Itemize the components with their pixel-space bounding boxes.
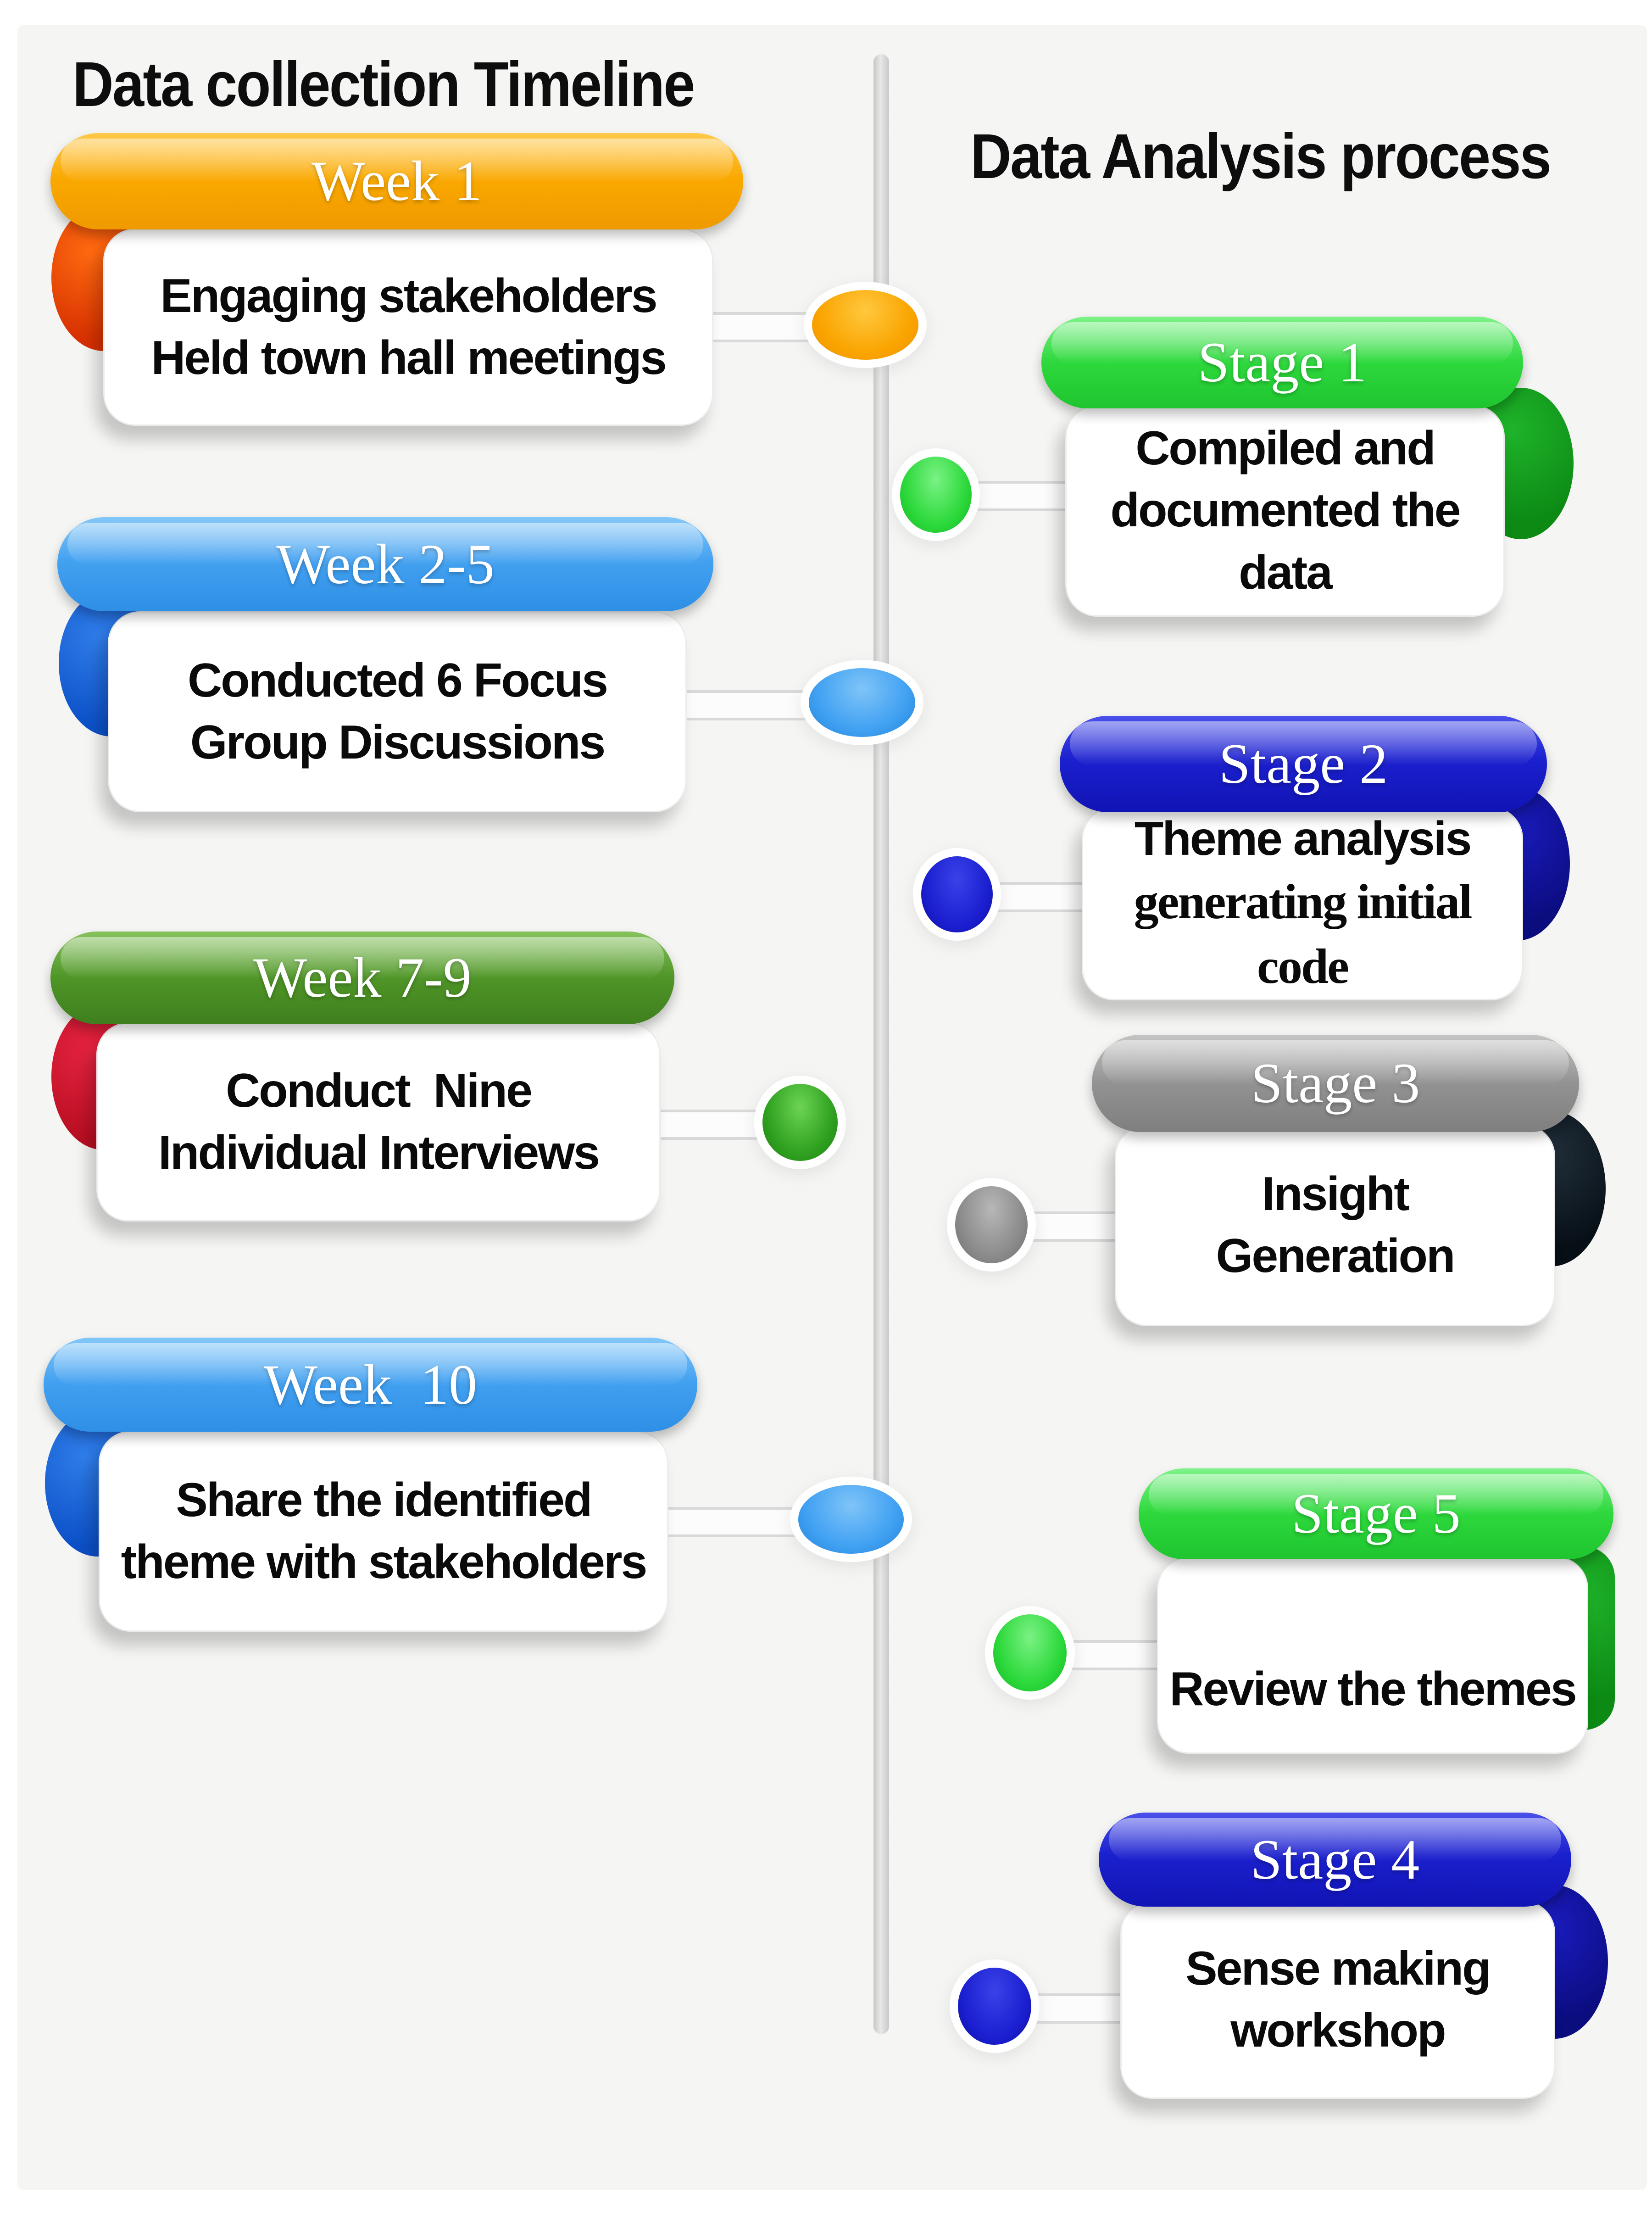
week10-banner: Week 10 bbox=[44, 1338, 697, 1432]
week7-9-banner-label: Week 7-9 bbox=[253, 946, 472, 1009]
stage3-card: Insight Generation bbox=[1115, 1124, 1555, 1326]
stage4-card-text: Sense making workshop bbox=[1185, 1942, 1491, 2057]
stage4-banner-label: Stage 4 bbox=[1250, 1828, 1420, 1891]
week7-9-banner: Week 7-9 bbox=[50, 932, 674, 1024]
week10-card: Share the identified theme with stakehol… bbox=[99, 1431, 668, 1632]
stage3-banner-label: Stage 3 bbox=[1251, 1052, 1420, 1115]
week1-timeline-dot bbox=[812, 290, 918, 360]
stage4-banner: Stage 4 bbox=[1099, 1813, 1571, 1907]
timeline-bar bbox=[873, 54, 889, 2034]
week7-9-card: Conduct Nine Individual Interviews bbox=[96, 1022, 661, 1222]
week7-9-timeline-dot bbox=[762, 1084, 838, 1161]
stage3-card-text: Insight Generation bbox=[1216, 1167, 1456, 1283]
stage2-banner-label: Stage 2 bbox=[1218, 732, 1388, 795]
left-column-title: Data collection Timeline bbox=[72, 49, 695, 120]
stage1-banner: Stage 1 bbox=[1041, 317, 1523, 408]
stage2-banner: Stage 2 bbox=[1060, 716, 1547, 812]
week2-5-card-text: Conducted 6 Focus Group Discussions bbox=[188, 653, 608, 769]
week10-card-text: Share the identified theme with stakehol… bbox=[121, 1473, 648, 1589]
stage5-card-text: Review the themes bbox=[1169, 1663, 1577, 1716]
week1-banner-label: Week 1 bbox=[311, 150, 483, 212]
stage5-banner: Stage 5 bbox=[1139, 1468, 1613, 1559]
stage5-timeline-dot bbox=[993, 1614, 1067, 1691]
stage1-banner-label: Stage 1 bbox=[1197, 331, 1367, 394]
week1-banner: Week 1 bbox=[50, 133, 743, 229]
stage5-card: Review the themes bbox=[1157, 1557, 1588, 1754]
stage2-card: Theme analysis generating initial code bbox=[1082, 807, 1523, 1000]
right-column-title: Data Analysis process bbox=[970, 121, 1552, 192]
stage2-card-text-sans: Theme analysis bbox=[1134, 812, 1472, 866]
stage4-timeline-dot bbox=[958, 1968, 1031, 2045]
stage3-banner: Stage 3 bbox=[1092, 1035, 1579, 1132]
stage1-timeline-dot bbox=[900, 457, 972, 533]
stage3-timeline-dot bbox=[955, 1186, 1028, 1263]
week10-banner-label: Week 10 bbox=[263, 1353, 478, 1416]
stage2-card-text-serif: generating initial code bbox=[1134, 875, 1473, 994]
stage4-card: Sense making workshop bbox=[1120, 1901, 1555, 2099]
stage1-card-text: Compiled and documented the data bbox=[1110, 422, 1461, 599]
week1-card: Engaging stakeholders Held town hall mee… bbox=[103, 229, 713, 426]
week1-card-text: Engaging stakeholders Held town hall mee… bbox=[151, 269, 667, 385]
stage2-timeline-dot bbox=[921, 856, 993, 932]
stage1-card: Compiled and documented the data bbox=[1065, 405, 1505, 617]
week7-9-card-text: Conduct Nine Individual Interviews bbox=[158, 1064, 600, 1179]
week2-5-banner-label: Week 2-5 bbox=[276, 532, 495, 596]
week2-5-timeline-dot bbox=[809, 668, 915, 737]
week10-timeline-dot bbox=[798, 1485, 904, 1554]
week2-5-card: Conducted 6 Focus Group Discussions bbox=[108, 611, 687, 812]
week2-5-banner: Week 2-5 bbox=[57, 517, 713, 611]
stage5-banner-label: Stage 5 bbox=[1291, 1482, 1461, 1545]
